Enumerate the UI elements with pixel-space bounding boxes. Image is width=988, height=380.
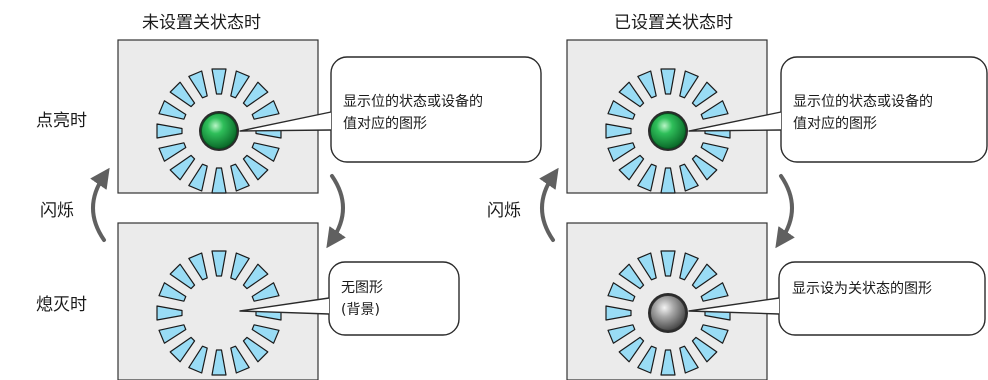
- ray-set_on-8: [660, 167, 676, 194]
- ray-set_off-1: [679, 252, 699, 281]
- ray-unset_on-15: [188, 70, 208, 99]
- arrow-left-down: [326, 174, 346, 249]
- ray-set_on-12: [605, 123, 632, 139]
- ray-set_on-13: [607, 100, 636, 120]
- column-title-unset: 未设置关状态时: [142, 13, 261, 33]
- ray-unset_on-10: [169, 154, 196, 181]
- ray-unset_off-6: [242, 336, 269, 363]
- ray-unset_on-9: [188, 163, 208, 192]
- ray-set_on-15: [637, 70, 657, 99]
- ray-set_off-7: [679, 345, 699, 374]
- ray-set_off-12: [605, 305, 632, 321]
- ray-unset_on-12: [156, 123, 183, 139]
- ray-set_on-2: [691, 81, 718, 108]
- arrow-left-up: [90, 167, 110, 242]
- callout-text-unset-off-line2: (背景): [341, 302, 380, 318]
- ray-unset_on-14: [169, 81, 196, 108]
- ray-set_off-9: [637, 345, 657, 374]
- ray-unset_on-6: [242, 154, 269, 181]
- ray-set_off-2: [691, 263, 718, 290]
- ray-set_on-14: [618, 81, 645, 108]
- column-title-set: 已设置关状态时: [614, 13, 733, 33]
- ray-unset_off-7: [230, 345, 250, 374]
- row-label-on: 点亮时: [36, 111, 87, 131]
- lamp-green-set_on: [650, 113, 686, 149]
- ray-set_on-1: [679, 70, 699, 99]
- ray-set_off-14: [618, 263, 645, 290]
- ray-set_off-3: [700, 282, 729, 302]
- callout-tail-fill-set_off: [689, 298, 779, 314]
- ray-unset_on-2: [242, 81, 269, 108]
- ray-unset_on-0: [211, 68, 227, 95]
- callout-tail-set_on: [688, 111, 782, 132]
- ray-set_on-10: [618, 154, 645, 181]
- ray-set_off-11: [607, 324, 636, 344]
- ray-unset_off-3: [251, 282, 280, 302]
- ray-unset_off-0: [211, 250, 227, 277]
- callout-tail-set_off: [688, 297, 780, 315]
- ray-unset_on-1: [230, 70, 250, 99]
- ray-set_off-5: [700, 324, 729, 344]
- ray-set_off-6: [691, 336, 718, 363]
- ray-set_off-15: [637, 252, 657, 281]
- ray-set_on-7: [679, 163, 699, 192]
- ray-unset_off-1: [230, 252, 250, 281]
- blink-label-right: 闪烁: [487, 201, 521, 221]
- ray-set_off-0: [660, 250, 676, 277]
- ray-unset_off-8: [211, 349, 227, 376]
- ray-unset_on-3: [251, 100, 280, 120]
- ray-unset_off-15: [188, 252, 208, 281]
- callout-tail-unset_off: [239, 297, 330, 315]
- callout-bubble-unset_on: [330, 56, 542, 163]
- callout-bubble-set_on: [780, 56, 988, 163]
- ray-set_off-8: [660, 349, 676, 376]
- ray-unset_on-13: [158, 100, 187, 120]
- ray-set_on-0: [660, 68, 676, 95]
- ray-set_on-6: [691, 154, 718, 181]
- ray-set_off-10: [618, 336, 645, 363]
- arrow-right-down: [775, 174, 795, 249]
- ray-set_on-9: [637, 163, 657, 192]
- ray-set_on-11: [607, 142, 636, 162]
- ray-unset_off-5: [251, 324, 280, 344]
- callout-text-set-off: 显示设为关状态的图形: [792, 281, 932, 297]
- callout-text-unset-on: 显示位的状态或设备的值对应的图形: [343, 94, 483, 132]
- arrow-right-up: [539, 167, 559, 242]
- ray-unset_off-13: [158, 282, 187, 302]
- ray-unset_on-11: [158, 142, 187, 162]
- callout-text-set-on: 显示位的状态或设备的值对应的图形: [793, 94, 933, 132]
- ray-unset_off-9: [188, 345, 208, 374]
- ray-unset_off-10: [169, 336, 196, 363]
- blink-label-left: 闪烁: [40, 201, 74, 221]
- ray-unset_on-7: [230, 163, 250, 192]
- ray-unset_on-5: [251, 142, 280, 162]
- callout-text-unset-off-line1: 无图形: [341, 280, 383, 296]
- ray-unset_off-14: [169, 263, 196, 290]
- callout-tail-fill-unset_off: [240, 298, 329, 314]
- ray-unset_off-11: [158, 324, 187, 344]
- ray-set_on-3: [700, 100, 729, 120]
- ray-set_on-5: [700, 142, 729, 162]
- ray-set_off-13: [607, 282, 636, 302]
- row-label-off: 熄灭时: [36, 295, 87, 315]
- callout-tail-unset_on: [239, 111, 332, 132]
- lamp-green-unset_on: [201, 113, 237, 149]
- panel-unset_off: [117, 222, 319, 380]
- ray-unset_off-12: [156, 305, 183, 321]
- ray-unset_off-2: [242, 263, 269, 290]
- ray-unset_on-8: [211, 167, 227, 194]
- lamp-gray-set_off: [650, 295, 686, 331]
